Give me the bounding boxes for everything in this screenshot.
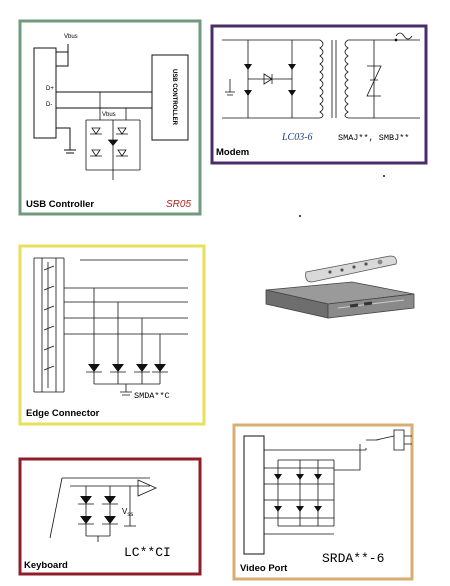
video-part-number: SRDA**-6 (322, 551, 384, 566)
edge-panel-title: Edge Connector (26, 408, 100, 419)
edge-part-number: SMDA**C (134, 391, 170, 401)
video-port-block (243, 435, 265, 555)
keyboard-diode-array (49, 477, 157, 542)
modem-transformer (319, 32, 420, 119)
video-signal-lines (264, 429, 412, 535)
set-top-box-icon (265, 281, 415, 319)
edge-tvs-diodes (86, 364, 168, 396)
modem-panel-title: Modem (216, 147, 249, 158)
usb-vbus-inner-label: Vbus (102, 112, 116, 118)
modem-diode-bridge (222, 39, 320, 119)
set-top-box-illustration (256, 250, 430, 340)
usb-panel-border (18, 19, 202, 216)
usb-vbus-wire (56, 44, 69, 67)
modem-part-lc03: LC03-6 (281, 132, 313, 143)
edge-connector-panel: SMDA**C Edge Connector (18, 244, 206, 426)
stray-dot (299, 215, 301, 217)
usb-diode-array (85, 92, 141, 180)
modem-panel: LC03-6 SMAJ**, SMBJ** Modem (210, 24, 428, 165)
keyboard-part-number: LC**CI (124, 545, 171, 560)
vss-sub: ss (127, 512, 133, 518)
usb-dplus-label: D+ (46, 86, 54, 92)
keyboard-vss-label: Vss (122, 507, 133, 518)
modem-part-smaj: SMAJ**, SMBJ** (338, 133, 409, 143)
stray-dot (383, 175, 385, 177)
usb-part-number: SR05 (166, 199, 191, 210)
edge-signal-lines (64, 259, 188, 364)
edge-connector-block (33, 257, 65, 393)
usb-panel-title: USB Controller (26, 199, 94, 210)
usb-controller-panel: USB CONTROLLER Vbus D+ D- Vbus USB Contr… (18, 19, 202, 216)
usb-connector-block (33, 47, 57, 139)
usb-vbus-top-label: Vbus (64, 34, 78, 40)
video-port-panel: SRDA**-6 Video Port (232, 423, 414, 581)
keyboard-panel: Vss LC**CI Keyboard (18, 457, 202, 576)
video-panel-border (232, 423, 414, 581)
edge-panel-border (18, 244, 206, 426)
usb-dminus-label: D- (46, 102, 52, 108)
video-panel-title: Video Port (240, 563, 288, 574)
vss-main: V (122, 507, 128, 516)
remote-control-icon (305, 255, 397, 283)
keyboard-panel-border (18, 457, 202, 576)
keyboard-panel-title: Keyboard (24, 560, 68, 571)
usb-chip-label: USB CONTROLLER (171, 69, 177, 126)
usb-ground-wire (56, 127, 76, 154)
usb-controller-chip (151, 54, 189, 141)
modem-panel-border (210, 24, 428, 165)
